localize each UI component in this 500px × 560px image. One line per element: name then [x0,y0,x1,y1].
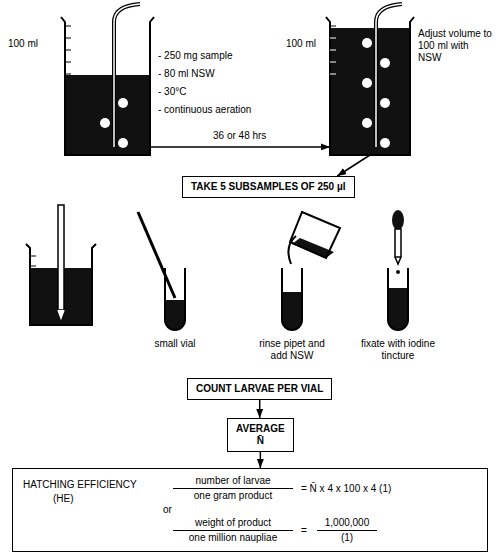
node-text: HATCHING EFFICIENCY [23,479,137,491]
node-text: - continuous aeration [158,104,251,116]
air-tube [376,4,402,147]
process-box: AVERAGEN̄ [227,418,294,452]
vial-liquid [165,300,185,330]
node-text: TAKE 5 SUBSAMPLES OF 250 µl [191,181,346,193]
edge-label: 36 or 48 hrs [211,130,268,142]
node-text: weight of product [173,517,293,531]
flow-arrow [337,155,370,176]
wash-bottle-spout [288,236,296,264]
vial-liquid [388,288,408,330]
graduation-tick [330,26,336,27]
node-text: = [301,525,307,537]
aeration-beaker: 100 ml- 250 mg sample- 80 ml NSW- 30°C- … [65,20,150,155]
node-text: (HE) [53,493,74,505]
beaker-outline [330,20,410,155]
iodine-vial [388,210,408,330]
beaker-liquid [65,75,150,155]
adjusted-beaker: 100 mlAdjust volume to 100 ml with NSW [330,20,410,155]
dropper-bulb [392,210,404,230]
node-text: N̄ [236,435,285,447]
node-text: - 80 ml NSW [158,68,215,80]
air-tube [114,4,140,147]
wash-bottle [290,212,340,258]
node-text: 100 ml [8,38,38,50]
node-text: Adjust volume to 100 ml with NSW [418,28,494,64]
node-text: (1) [317,532,377,544]
node-text: = N̄ x 4 x 100 x 4 (1) [301,483,391,495]
node-text: number of larvae [173,475,293,489]
graduation-tick [330,62,336,63]
node-text: 1,000,000 [317,517,377,531]
pipette-tip [58,310,64,318]
air-bubble [118,98,128,108]
node-text: or [163,504,172,516]
beaker-liquid [330,28,410,155]
node-text: AVERAGE [236,423,285,435]
dropper-tube [395,229,401,257]
flow-arrow [260,452,262,468]
beaker-wall [61,17,154,155]
vial-outline [282,268,302,330]
beaker-outline [65,20,150,155]
pipette [58,205,64,310]
step-label: small vial [140,338,210,350]
vial-outline [165,268,185,330]
pipette-beaker [26,205,96,325]
graduation-tick [65,26,71,27]
process-box: TAKE 5 SUBSAMPLES OF 250 µl [182,176,355,198]
step-label: fixate with iodine tincture [352,338,444,362]
air-bubble [362,78,372,88]
graduation-tick [330,38,336,39]
graduation-tick [330,74,336,75]
air-bubble [380,58,390,68]
air-bubble [362,38,372,48]
node-text: 100 ml [286,38,316,50]
beaker-wall [326,17,414,155]
graduation-tick [65,62,71,63]
dropper-tip [395,257,401,264]
beaker-ticks [30,256,36,266]
air-bubble [118,138,128,148]
vial-liquid [282,292,302,330]
flow-arrow [150,146,330,148]
graduation-tick [65,38,71,39]
process-box: COUNT LARVAE PER VIAL [187,378,332,400]
air-bubble [362,118,372,128]
air-bubble [380,138,390,148]
node-text: one gram product [173,490,293,502]
flow-arrow [259,400,261,418]
air-bubble [100,118,110,128]
pipette [138,212,175,298]
air-bubble [380,98,390,108]
vial-outline [388,268,408,330]
air-tube-bore [114,4,140,147]
small-vial [138,212,185,330]
rinse-vial [282,212,340,330]
node-text: - 30°C [158,86,186,98]
graduation-tick [65,74,71,75]
iodine-drop [396,270,400,274]
node-text: COUNT LARVAE PER VIAL [196,383,323,395]
step-label: rinse pipet and add NSW [252,338,332,362]
graduation-tick [65,50,71,51]
node-text: one million naupliae [173,532,293,544]
air-tube-bore [376,4,402,147]
graduation-tick [330,50,336,51]
node-text: - 250 mg sample [158,50,232,62]
formula-box: HATCHING EFFICIENCY(HE)number of larvaeo… [12,468,488,552]
